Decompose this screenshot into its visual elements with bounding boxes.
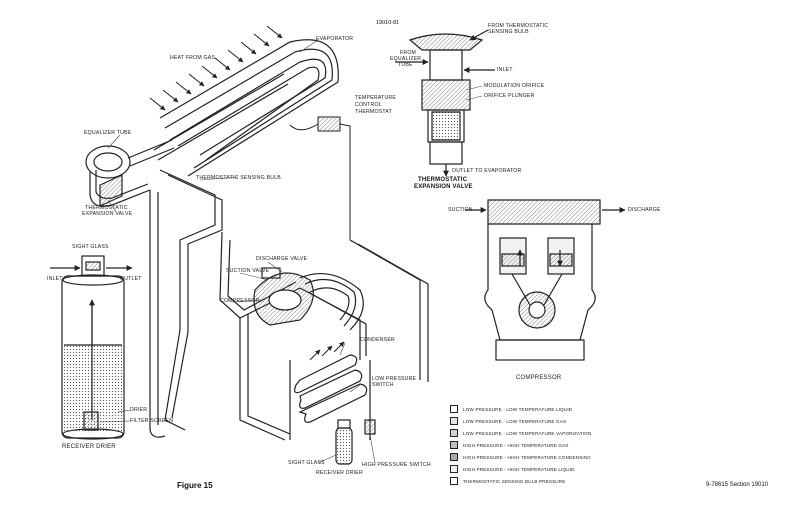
legend-swatch bbox=[450, 441, 458, 449]
from-bulb-label-2: SENSING BULB bbox=[488, 29, 529, 35]
legend-swatch bbox=[450, 477, 458, 485]
refrigerant-piping bbox=[149, 169, 429, 441]
legend-label: HIGH PRESSURE - HIGH TEMPERATURE LIQUID bbox=[463, 466, 575, 472]
low-pressure-switch-label-1: LOW PRESSURE bbox=[372, 376, 417, 382]
leader-lines bbox=[99, 39, 483, 464]
figure-title: Figure 15 bbox=[177, 481, 213, 490]
filter-screen-label: FILTER SCREEN bbox=[130, 418, 174, 424]
heat-arrows bbox=[149, 25, 283, 111]
receiver-drier-bottom-label: RECEIVER DRIER bbox=[316, 470, 363, 476]
legend-label: HIGH PRESSURE - HIGH TEMPERATURE CONDENS… bbox=[463, 454, 592, 460]
legend-item: LOW PRESSURE - LOW TEMPERATURE VAPORIZAT… bbox=[450, 428, 650, 438]
legend-item: LOW PRESSURE - LOW TEMPERATURE LIQUID bbox=[450, 404, 650, 414]
equalizer-tube-label: EQUALIZER TUBE bbox=[84, 130, 132, 136]
compressor-label: COMPRESSOR bbox=[220, 298, 260, 304]
figure-reference: 9-78615 Section 19010 bbox=[706, 482, 769, 488]
legend-item: HIGH PRESSURE - HIGH TEMPERATURE GAS bbox=[450, 440, 650, 450]
tev-detail-title-1: THERMOSTATIC bbox=[418, 177, 468, 183]
sight-glass-bottom-label: SIGHT GLASS bbox=[288, 460, 325, 466]
inlet-right-label: INLET bbox=[497, 67, 513, 73]
legend-item: HIGH PRESSURE - HIGH TEMPERATURE CONDENS… bbox=[450, 452, 650, 462]
tev-detail bbox=[395, 29, 495, 177]
sight-glass-top-label: SIGHT GLASS bbox=[72, 244, 109, 250]
legend-item: HIGH PRESSURE - HIGH TEMPERATURE LIQUID bbox=[450, 464, 650, 474]
legend-label: LOW PRESSURE - LOW TEMPERATURE VAPORIZAT… bbox=[463, 430, 592, 436]
orifice-plunger-label: ORIFICE PLUNGER bbox=[484, 93, 535, 99]
temp-control-label-2: CONTROL bbox=[355, 102, 382, 108]
receiver-drier-tank bbox=[50, 255, 133, 440]
legend-swatch bbox=[450, 429, 458, 437]
outlet-label: OUTLET bbox=[120, 276, 142, 282]
inlet-label: INLET bbox=[47, 276, 63, 282]
legend-item: THERMOSTATIC SENSING BULB PRESSURE bbox=[450, 476, 650, 486]
thermostatic-sensing-bulb-label: THERMOSTATIC SENSING BULB bbox=[196, 175, 281, 181]
high-pressure-switch-label: HIGH PRESSURE SWITCH bbox=[362, 462, 431, 468]
compressor-unit bbox=[253, 267, 364, 331]
figure-number: 19010-81 bbox=[376, 20, 400, 26]
legend-label: LOW PRESSURE - LOW TEMPERATURE LIQUID bbox=[463, 406, 573, 412]
tev-label-1: THERMOSTATIC bbox=[85, 205, 128, 211]
temp-control-label-3: THERMOSTAT bbox=[355, 109, 392, 115]
legend-swatch bbox=[450, 417, 458, 425]
legend-swatch bbox=[450, 405, 458, 413]
suction-valve-label: SUCTION VALVE bbox=[226, 268, 270, 274]
compressor-detail bbox=[465, 199, 626, 361]
legend-swatch bbox=[450, 465, 458, 473]
legend-label: LOW PRESSURE - LOW TEMPERATURE GAS bbox=[463, 418, 567, 424]
from-equalizer-label-3: TUBE bbox=[398, 62, 413, 68]
tev-detail-title-2: EXPANSION VALVE bbox=[414, 184, 473, 190]
bottom-drier bbox=[335, 419, 376, 465]
legend-label: THERMOSTATIC SENSING BULB PRESSURE bbox=[463, 478, 566, 484]
tev-label-2: EXPANSION VALVE bbox=[82, 211, 133, 217]
from-equalizer-label-2: EQUALIZER bbox=[390, 56, 422, 62]
from-equalizer-label-1: FROM bbox=[400, 50, 417, 56]
evaporator-label: EVAPORATOR bbox=[316, 36, 354, 42]
low-pressure-switch-label-2: SWITCH bbox=[372, 382, 394, 388]
from-bulb-label-1: FROM THERMOSTATIC bbox=[488, 23, 549, 29]
temperature-control-thermostat bbox=[289, 116, 351, 240]
outlet-to-evaporator-label: OUTLET TO EVAPORATOR bbox=[452, 168, 522, 174]
condenser-label: CONDENSER bbox=[360, 337, 395, 343]
modulation-orifice-label: MODULATION ORIFICE bbox=[484, 83, 545, 89]
legend-item: LOW PRESSURE - LOW TEMPERATURE GAS bbox=[450, 416, 650, 426]
equalizer-and-valve bbox=[85, 139, 175, 207]
heat-from-gas-label: HEAT FROM GAS bbox=[170, 55, 216, 61]
evaporator-coil bbox=[153, 39, 339, 177]
suction-label: SUCTION bbox=[448, 207, 473, 213]
drier-label: DRIER bbox=[130, 407, 148, 413]
discharge-label: DISCHARGE bbox=[628, 207, 661, 213]
legend-swatch bbox=[450, 453, 458, 461]
compressor-detail-label: COMPRESSOR bbox=[516, 375, 562, 381]
receiver-drier-label: RECEIVER DRIER bbox=[62, 444, 116, 450]
legend-label: HIGH PRESSURE - HIGH TEMPERATURE GAS bbox=[463, 442, 569, 448]
condenser-coil bbox=[289, 341, 371, 440]
discharge-valve-label: DISCHARGE VALVE bbox=[256, 256, 308, 262]
temp-control-label-1: TEMPERATURE bbox=[355, 95, 397, 101]
